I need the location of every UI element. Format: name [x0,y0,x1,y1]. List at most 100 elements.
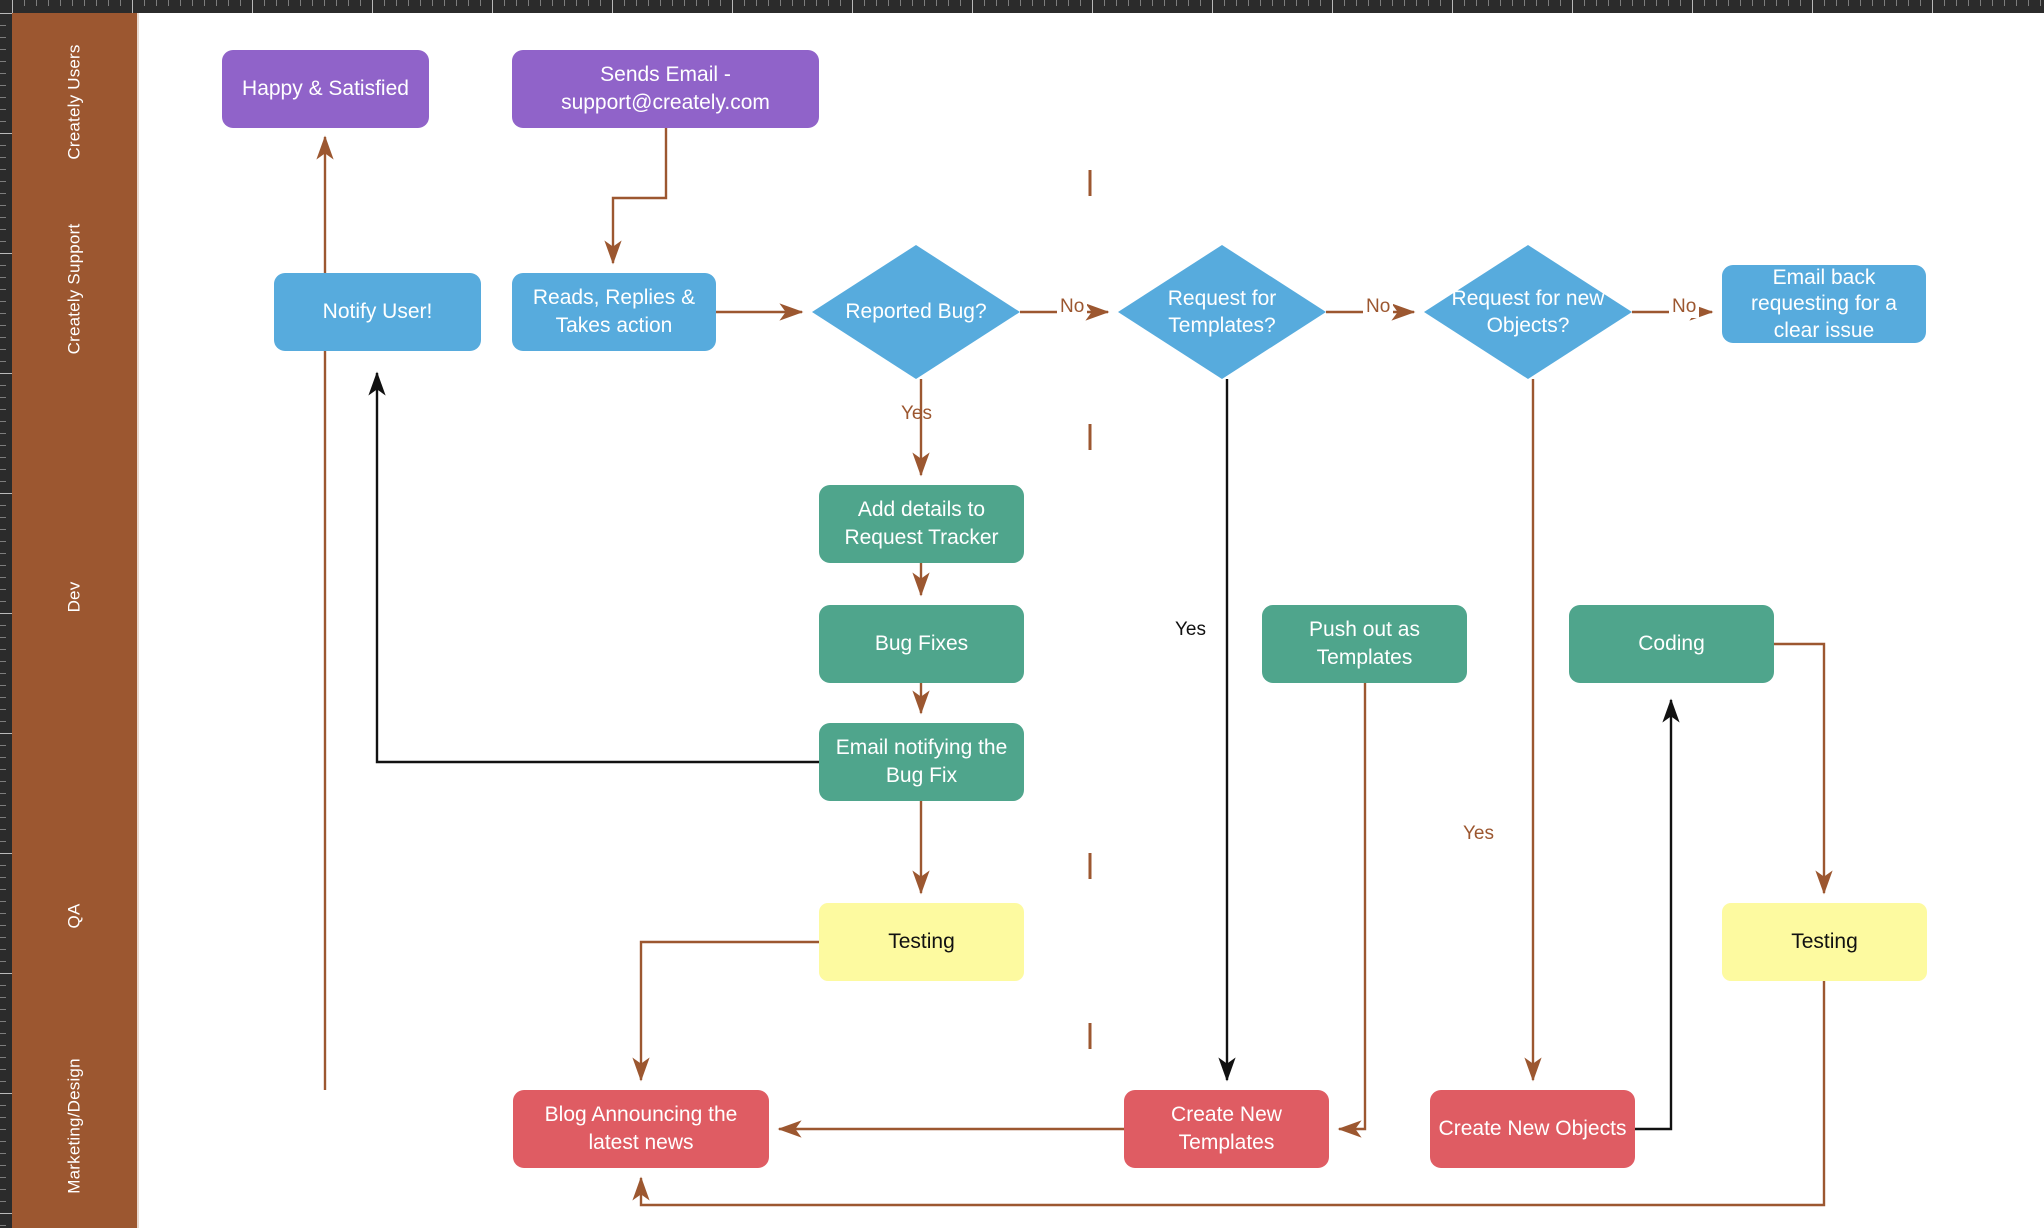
ruler-tick [420,0,421,6]
ruler-tick [0,145,6,146]
ruler-tick [2004,0,2005,6]
node-label: Sends Email - support@creately.com [561,63,770,114]
ruler-tick [156,0,157,6]
ruler-tick [0,25,6,26]
ruler-tick [1152,0,1153,6]
ruler-tick [0,541,6,542]
ruler-tick [84,0,85,6]
ruler-tick [0,1129,6,1130]
decision-node-req-templates[interactable]: Request for Templates? [1118,245,1326,379]
ruler-tick [1248,0,1249,6]
ruler-tick [0,1057,6,1058]
process-node-add-details[interactable]: Add details to Request Tracker [819,485,1024,563]
process-node-push-out[interactable]: Push out as Templates [1262,605,1467,683]
ruler-tick [0,493,12,494]
process-node-happy[interactable]: Happy & Satisfied [222,50,429,128]
ruler-tick [1824,0,1825,6]
ruler-tick [636,0,637,6]
ruler-tick [684,0,685,6]
ruler-tick [504,0,505,6]
ruler-tick [72,0,73,6]
ruler-tick [0,877,6,878]
ruler-tick [300,0,301,6]
ruler-tick [1308,0,1309,6]
process-node-bug-fixes[interactable]: Bug Fixes [819,605,1024,683]
ruler-tick [0,253,12,254]
ruler-tick [444,0,445,6]
ruler-tick [432,0,433,6]
ruler-tick [252,0,253,13]
ruler-tick [1272,0,1273,6]
ruler-tick [996,0,997,6]
ruler-tick [348,0,349,6]
ruler-tick [720,0,721,6]
ruler-tick [0,1213,12,1214]
ruler-tick [1968,0,1969,6]
ruler-tick [1116,0,1117,6]
ruler-tick [0,409,6,410]
decision-node-req-objects[interactable]: Request for new Objects? [1424,245,1632,379]
ruler-tick [1380,0,1381,6]
ruler-tick [852,0,853,13]
ruler-tick [1356,0,1357,6]
ruler-tick [0,457,6,458]
ruler-tick [612,0,613,13]
ruler-tick [2028,0,2029,6]
ruler-tick [528,0,529,6]
node-label: Happy & Satisfied [242,77,409,101]
process-node-email-back[interactable]: Email back requesting for a clear issue [1722,265,1926,343]
node-label: Request for new Objects? [1451,286,1605,337]
ruler-tick [696,0,697,6]
node-label: Push out as Templates [1309,618,1420,669]
ruler-tick [1608,0,1609,6]
process-node-create-templ[interactable]: Create New Templates [1124,1090,1329,1168]
ruler-tick [0,1045,6,1046]
decision-node-reported-bug[interactable]: Reported Bug? [812,245,1020,379]
node-label: Create New Templates [1171,1103,1282,1154]
process-node-reads[interactable]: Reads, Replies & Takes action [512,273,716,351]
process-node-coding[interactable]: Coding [1569,605,1774,683]
node-label: Bug Fixes [874,632,969,656]
process-node-testing-qa2[interactable]: Testing [1722,903,1927,981]
process-node-email-bugfix[interactable]: Email notifying the Bug Fix [819,723,1024,801]
ruler-tick [588,0,589,6]
process-node-blog[interactable]: Blog Announcing the latest news [513,1090,769,1168]
process-node-create-obj[interactable]: Create New Objects [1430,1090,1635,1168]
ruler-tick [1788,0,1789,6]
ruler-tick [0,649,6,650]
ruler-tick [1680,0,1681,6]
ruler-tick [0,829,6,830]
ruler-tick [132,0,133,13]
ruler-tick [1848,0,1849,6]
ruler-tick [0,733,12,734]
horizontal-ruler[interactable] [0,0,2044,13]
ruler-tick [0,769,6,770]
ruler-tick [0,1141,6,1142]
process-node-sends-email[interactable]: Sends Email - support@creately.com [512,50,819,128]
node-label: Add details to Request Tracker [844,498,999,549]
process-node-testing-qa[interactable]: Testing [819,903,1024,981]
ruler-tick [1884,0,1885,6]
ruler-tick [0,1081,6,1082]
node-label: Create New Objects [1438,1117,1627,1141]
ruler-tick [336,0,337,6]
ruler-tick [1332,0,1333,13]
ruler-tick [0,529,6,530]
ruler-tick [1164,0,1165,6]
ruler-tick [1920,0,1921,6]
process-node-notify-user[interactable]: Notify User! [274,273,481,351]
ruler-tick [0,37,6,38]
vertical-ruler[interactable] [0,0,12,1228]
ruler-tick [0,577,6,578]
ruler-tick [0,445,6,446]
node-label: Email notifying the Bug Fix [835,736,1008,787]
ruler-tick [492,0,493,13]
ruler-tick [0,241,6,242]
ruler-tick [0,901,6,902]
ruler-tick [396,0,397,6]
ruler-tick [108,0,109,6]
ruler-tick [0,757,6,758]
